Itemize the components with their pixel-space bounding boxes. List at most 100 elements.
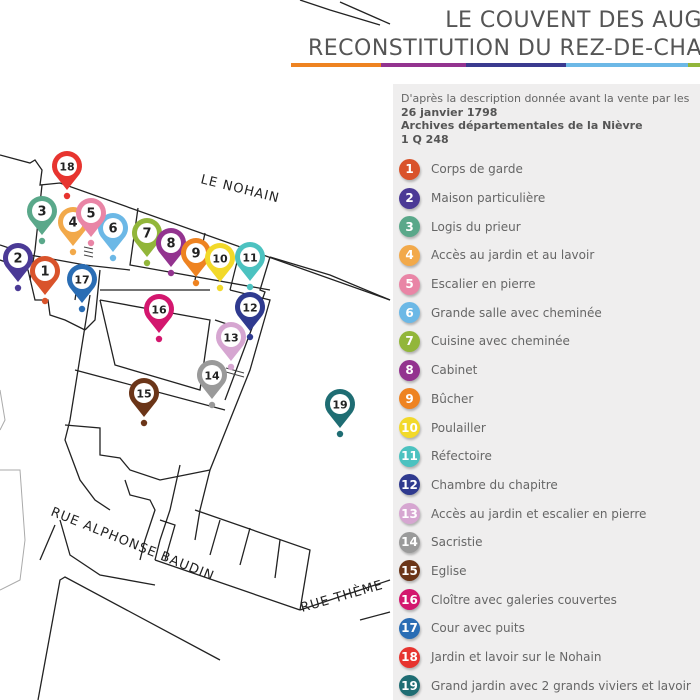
legend-label: Cour avec puits (431, 621, 525, 636)
map-pin-13[interactable]: 13 (216, 321, 246, 371)
pin-number: 1 (40, 265, 49, 280)
legend-item: 13 Accès au jardin et escalier en pierre (399, 499, 691, 528)
legend-label: Eglise (431, 563, 467, 578)
legend-label: Accès au jardin et escalier en pierre (431, 506, 647, 521)
accent-bar-segment (466, 63, 566, 67)
pin-inner-circle (57, 156, 77, 176)
pin-location-dot (41, 297, 49, 305)
map-pin-6[interactable]: 6 (98, 212, 129, 262)
legend-number-badge: 18 (399, 646, 420, 668)
legend-number-badge: 14 (399, 531, 420, 553)
page-title: LE COUVENT DES AUG (445, 8, 700, 33)
pin-number: 11 (242, 252, 257, 265)
map-pin-14[interactable]: 14 (197, 359, 227, 409)
map-pin-16[interactable]: 16 (144, 293, 174, 343)
legend-item: 10 Poulailler (399, 413, 691, 442)
pin-location-dot (69, 248, 77, 256)
map-pin-11[interactable]: 11 (235, 241, 265, 291)
pin-inner-circle (240, 247, 260, 267)
pin-number: 6 (108, 222, 117, 237)
legend-intro: D'après la description donnée avant la v… (401, 92, 689, 146)
pin-location-dot (192, 279, 200, 287)
pin-inner-circle (210, 248, 230, 268)
legend-label: Cloître avec galeries couvertes (431, 592, 617, 607)
faint-outlines (0, 389, 26, 591)
pin-number: 9 (191, 247, 200, 262)
pin-number: 10 (212, 253, 228, 266)
map-pin-3[interactable]: 3 (27, 195, 58, 245)
legend-item: 18 Jardin et lavoir sur le Nohain (399, 643, 691, 672)
legend-number-badge: 17 (399, 617, 420, 639)
pin-number: 17 (74, 274, 89, 287)
map-pin-7[interactable]: 7 (132, 217, 162, 267)
legend-number-badge: 13 (399, 503, 420, 525)
pin-location-dot (246, 283, 254, 291)
pin-inner-circle (134, 383, 154, 403)
legend-label: Jardin et lavoir sur le Nohain (431, 650, 602, 665)
map-pin-17[interactable]: 17 (67, 263, 97, 313)
street-label-theme: RUE THÈME (299, 577, 385, 616)
accent-bar-segment (688, 63, 700, 67)
legend-label: Bûcher (431, 391, 474, 406)
map-pin-5[interactable]: 5 (76, 197, 107, 247)
map-pin-12[interactable]: 12 (235, 291, 265, 341)
legend-item: 17 Cour avec puits (399, 614, 691, 643)
pin-number: 14 (204, 370, 220, 383)
pin-location-dot (14, 284, 22, 292)
pin-inner-circle (330, 394, 350, 414)
pin-location-dot (78, 305, 86, 313)
map-pin-8[interactable]: 8 (156, 227, 187, 277)
floor-plan-map: LE NOHAIN RUE ALPHONSE BAUDIN RUE THÈME … (0, 0, 391, 700)
map-pin-1[interactable]: 1 (30, 255, 60, 305)
legend-number-badge: 10 (399, 417, 420, 439)
map-pin-19[interactable]: 19 (325, 388, 356, 438)
intro-date: 26 janvier 1798 (401, 105, 498, 119)
page-subtitle: RECONSTITUTION DU REZ-DE-CHA (307, 36, 700, 61)
legend-number-badge: 8 (399, 359, 420, 381)
map-pin-15[interactable]: 15 (129, 377, 159, 427)
legend-label: Réfectoire (431, 449, 492, 464)
pin-inner-circle (186, 243, 206, 263)
pin-number: 19 (332, 399, 347, 412)
legend-label: Logis du prieur (431, 219, 521, 234)
river-label: LE NOHAIN (199, 172, 281, 206)
legend-number-badge: 16 (399, 589, 420, 611)
intro-archive: Archives départementales de la Nièvre (401, 119, 643, 132)
legend-number-badge: 2 (399, 187, 420, 209)
legend-panel: D'après la description donnée avant la v… (393, 84, 700, 700)
map-pin-10[interactable]: 10 (205, 242, 236, 292)
legend-number-badge: 19 (399, 675, 420, 697)
legend-label: Maison particulière (431, 191, 546, 206)
pin-location-dot (63, 192, 71, 200)
accent-bar-segment (566, 63, 688, 67)
legend-number-badge: 15 (399, 560, 420, 582)
legend-label: Sacristie (431, 535, 483, 550)
pin-number: 15 (136, 388, 151, 401)
intro-text: D'après la description donnée avant la v… (401, 92, 690, 105)
legend-item: 9 Bûcher (399, 385, 691, 414)
legend-label: Poulailler (431, 420, 486, 435)
map-pin-18[interactable]: 18 (52, 150, 83, 200)
pin-location-dot (167, 269, 175, 277)
pin-location-dot (109, 254, 117, 262)
pin-location-dot (140, 419, 148, 427)
pin-inner-circle (35, 261, 55, 281)
intro-reference: 1 Q 248 (401, 132, 449, 146)
legend-label: Escalier en pierre (431, 277, 536, 292)
pin-location-dot (336, 430, 344, 438)
map-pin-9[interactable]: 9 (181, 237, 211, 287)
pin-location-dot (246, 333, 254, 341)
pin-location-dot (216, 284, 224, 292)
pin-location-dot (208, 401, 216, 409)
legend-number-badge: 12 (399, 474, 420, 496)
legend-number-badge: 9 (399, 388, 420, 410)
map-pin-2[interactable]: 2 (3, 242, 33, 292)
pin-number: 8 (166, 237, 175, 252)
